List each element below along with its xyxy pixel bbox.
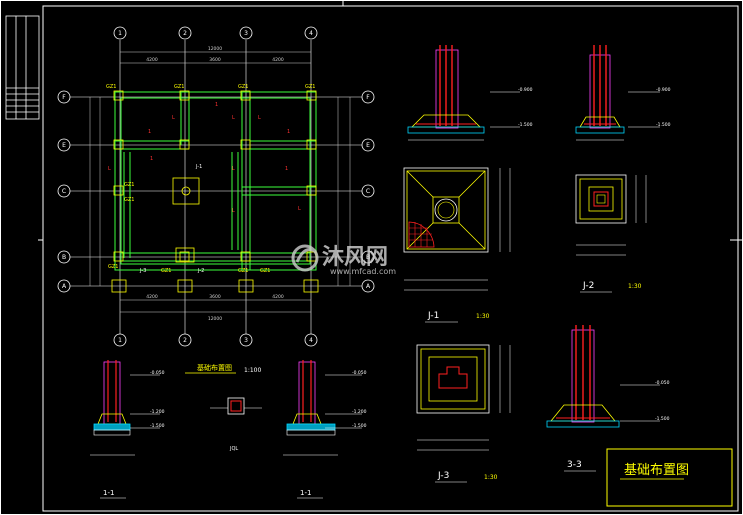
level-11a-top: -0.050 [150, 370, 165, 376]
section-j1-elevation: -0.900 -1.500 [407, 45, 533, 141]
label-j3-scale: 1:30 [484, 474, 498, 481]
dim-top-overall: 12000 [208, 46, 222, 52]
axis-row-e-left: E [62, 142, 66, 149]
tag-l-6: L [298, 206, 301, 212]
label-section-1-1-left: 1-1 [103, 489, 114, 497]
label-j3: J-3 [437, 471, 449, 481]
axis-col-2-bottom: 2 [183, 337, 187, 344]
axis-col-1-top: 1 [118, 30, 122, 37]
axis-row-f-left: F [62, 94, 66, 101]
section-1-1-right: -0.050 -1.200 -1.500 1-1 [283, 360, 367, 499]
tag-gz1-g: GZ1 [108, 264, 118, 270]
level-11a-mid: -1.200 [150, 409, 165, 415]
level-11b-mid: -1.200 [352, 409, 367, 415]
wall-footings [114, 91, 317, 271]
label-j2-scale: 1:30 [628, 283, 642, 290]
tag-gz1-f: GZ1 [124, 197, 134, 203]
footing-j1-plan: J-1 1:30 [403, 167, 511, 323]
level-33-bottom: -1.500 [655, 416, 670, 422]
axis-row-a-left: A [62, 283, 67, 290]
foundation-plan: 12000 4200 3600 4200 4200 3600 4200 1200… [57, 26, 375, 374]
dim-bottom-overall: 12000 [208, 316, 222, 322]
dim-top-seg-2: 3600 [209, 57, 221, 63]
footing-j3-plan: J-3 1:30 [416, 344, 511, 483]
axis-col-1-bottom: 1 [118, 337, 122, 344]
level-j1-bottom: -1.500 [518, 122, 533, 128]
level-11a-bottom: -1.500 [150, 423, 165, 429]
level-j2-top: -0.900 [656, 87, 671, 93]
axis-row-c-left: C [62, 188, 66, 195]
tag-1-b: 1 [215, 102, 218, 108]
axis-row-b-right: B [366, 254, 370, 261]
axis-col-4-bottom: 4 [309, 337, 313, 344]
axis-row-e-right: E [366, 142, 370, 149]
axis-col-2-top: 2 [183, 30, 187, 37]
watermark: 沐风网 www.mfcad.com [291, 244, 396, 276]
axis-col-3-bottom: 3 [244, 337, 248, 344]
plan-scale: 1:100 [244, 367, 261, 374]
footing-j2-plan: J-2 1:30 [575, 174, 647, 293]
section-j2-elevation: -0.900 -1.500 [575, 45, 671, 141]
tag-l-3: L [258, 115, 261, 121]
axis-col-3-top: 3 [244, 30, 248, 37]
label-j2: J-2 [582, 281, 594, 291]
dim-bottom-seg-3: 4200 [272, 294, 284, 300]
level-11b-bottom: -1.500 [352, 423, 367, 429]
section-3-3: -0.050 -1.500 3-3 [546, 325, 670, 472]
tag-gz1-e: GZ1 [124, 182, 134, 188]
label-small-detail: JQL [229, 446, 238, 452]
plan-title: 基础布置图 [197, 363, 232, 372]
tag-gz1-d: GZ1 [305, 84, 315, 90]
tag-1-c: 1 [287, 129, 290, 135]
level-j1-top: -0.900 [518, 87, 533, 93]
tag-gz1-b: GZ1 [174, 84, 184, 90]
axis-row-f-right: F [366, 94, 370, 101]
tag-1-e: 1 [285, 166, 288, 172]
dim-top-seg-1: 4200 [146, 57, 158, 63]
axis-row-a-right: A [366, 283, 371, 290]
tag-gz1-i: GZ1 [238, 268, 248, 274]
label-section-1-1-right: 1-1 [300, 489, 311, 497]
dim-bottom-seg-1: 4200 [146, 294, 158, 300]
axis-row-b-left: B [62, 254, 66, 261]
level-j2-bottom: -1.500 [656, 122, 671, 128]
dim-bottom-seg-2: 3600 [209, 294, 221, 300]
signoff-strip [5, 15, 40, 120]
section-1-1-left: -0.050 -1.200 -1.500 1-1 [90, 360, 165, 499]
tag-gz1-j: GZ1 [260, 268, 270, 274]
label-j1-scale: 1:30 [476, 313, 490, 320]
axis-row-c-right: C [366, 188, 370, 195]
level-11b-top: -0.050 [352, 370, 367, 376]
dim-top-seg-3: 4200 [272, 57, 284, 63]
tag-1-a: 1 [148, 129, 151, 135]
tag-l-4: L [108, 166, 111, 172]
tag-l-7: L [232, 208, 235, 214]
tag-l-5: L [232, 166, 235, 172]
axis-col-4-top: 4 [309, 30, 313, 37]
watermark-brand: 沐风网 [322, 245, 388, 270]
level-33-top: -0.050 [655, 380, 670, 386]
tag-j2: J-2 [197, 268, 204, 274]
tag-j3: J-3 [139, 268, 146, 274]
tag-gz1-c: GZ1 [238, 84, 248, 90]
label-j1: J-1 [427, 311, 439, 321]
tag-gz1-h: GZ1 [161, 268, 171, 274]
tag-l-2: L [232, 115, 235, 121]
title-block: 基础布置图 [606, 448, 733, 507]
tag-j1: J-1 [195, 164, 202, 170]
column-pads [111, 90, 319, 293]
watermark-url: www.mfcad.com [330, 267, 396, 276]
tag-l-1: L [172, 115, 175, 121]
small-detail: JQL [210, 397, 262, 452]
label-section-3-3: 3-3 [567, 460, 582, 470]
tag-gz1-a: GZ1 [106, 84, 116, 90]
title-block-text: 基础布置图 [624, 463, 689, 478]
tag-1-d: 1 [150, 156, 153, 162]
